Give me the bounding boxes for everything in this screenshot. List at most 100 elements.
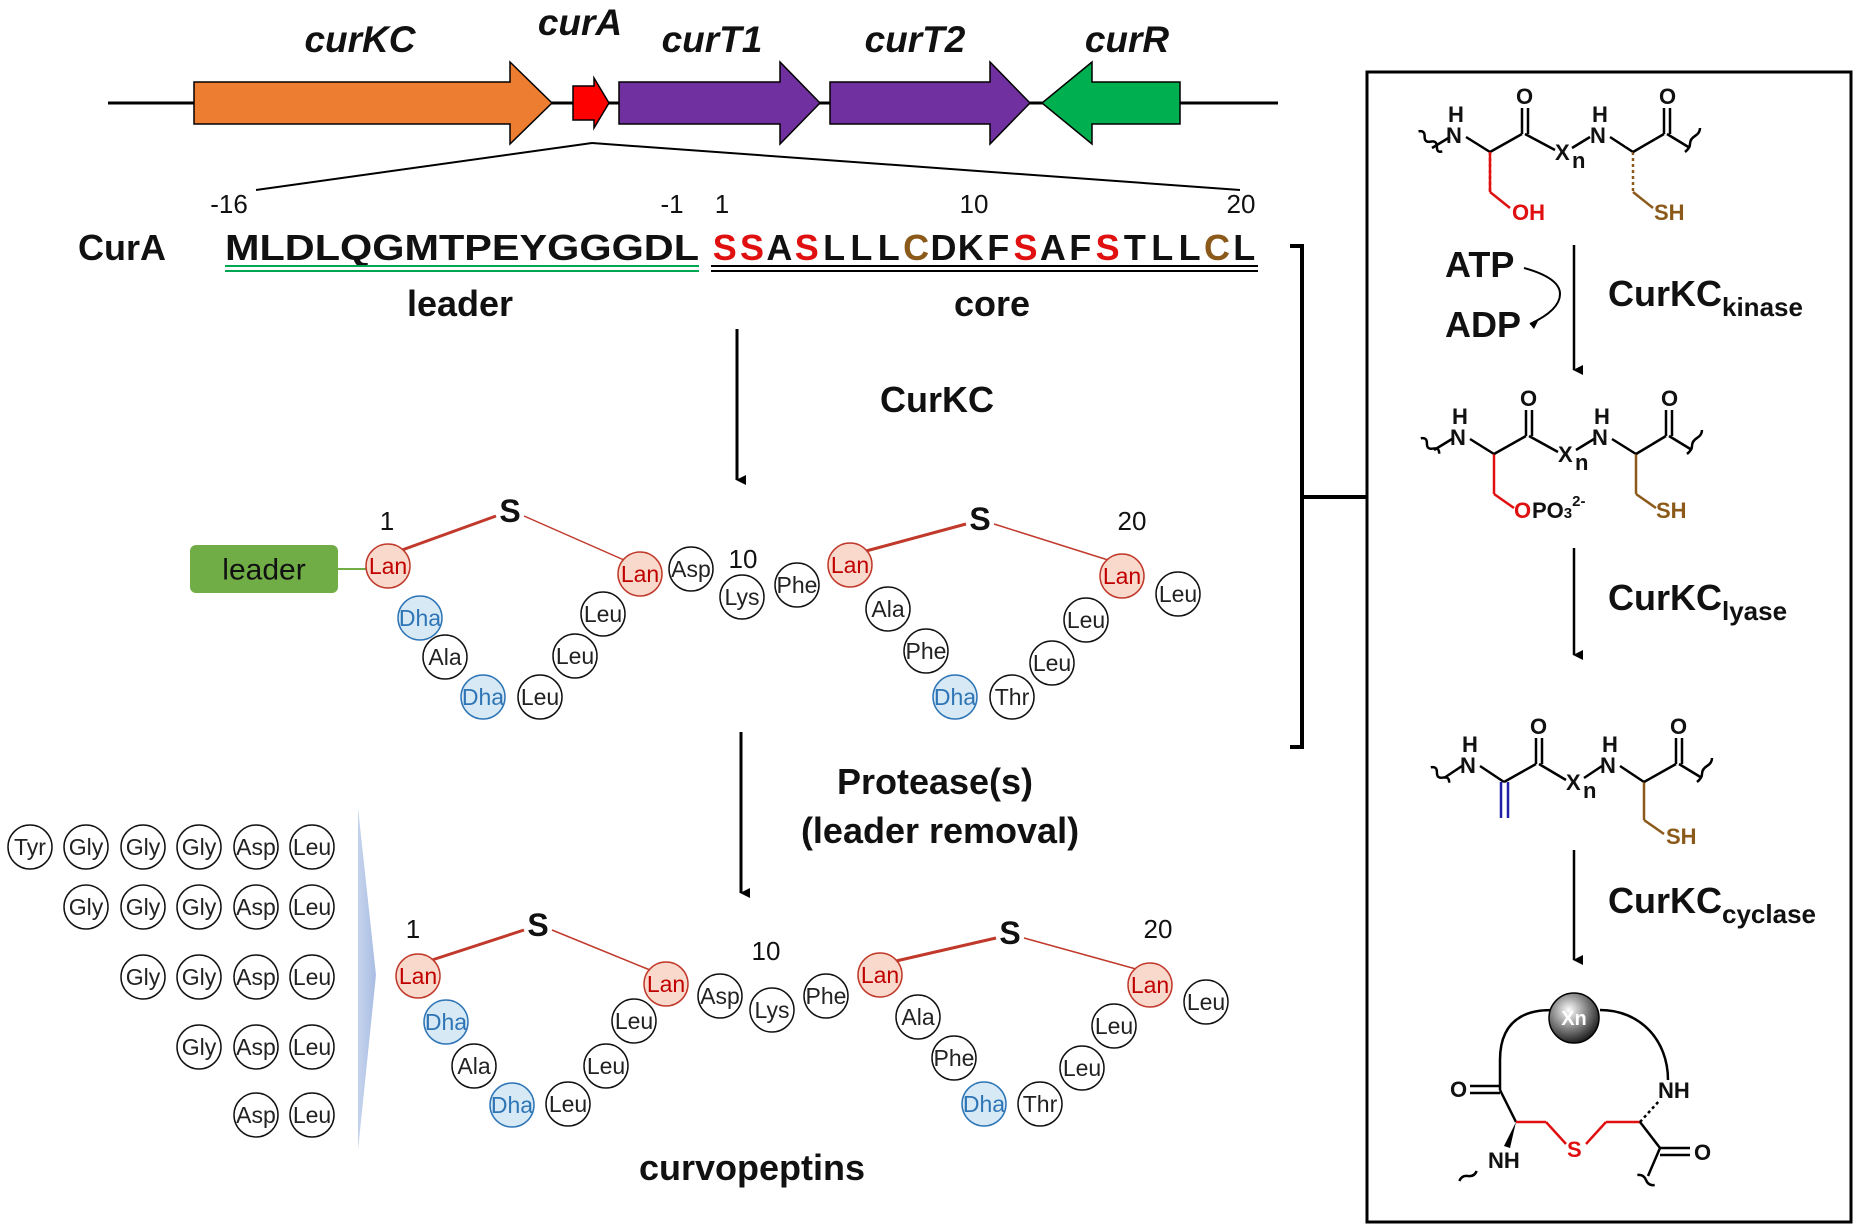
- residue-phe-14: [931, 1035, 977, 1081]
- residue-thr-16: [1017, 1081, 1063, 1127]
- residue-label-7: Leu: [615, 1008, 653, 1034]
- residue-gly-ext1-2: [63, 824, 109, 870]
- atom-o: O: [1520, 386, 1537, 411]
- structure-phosphoserine: H N O X n H N O O PO32- SH: [1420, 386, 1704, 523]
- residue-gly-ext2-2: [120, 884, 166, 930]
- gene-arrow-curR: [1040, 60, 1181, 146]
- bond: [1443, 764, 1463, 780]
- position-20: 20: [1227, 189, 1256, 219]
- mechanism-panel: H N O X n H N O OH SH: [1365, 70, 1853, 1224]
- bond: [1609, 135, 1634, 154]
- residue-label-20: Leu: [1187, 989, 1225, 1015]
- curve-arrowhead: [1530, 321, 1538, 329]
- residue-label-ext4-2: Asp: [236, 1034, 276, 1060]
- core-residue-7: L: [878, 227, 900, 268]
- atom-o: O: [1450, 1077, 1467, 1102]
- residue-gly-ext4-1: [176, 1024, 222, 1070]
- residue-lan-19: [1127, 962, 1173, 1008]
- residue-gly-ext1-4: [176, 824, 222, 870]
- residue-leu-20: [1155, 571, 1201, 617]
- residue-gly-ext3-1: [120, 954, 166, 1000]
- core-residue-10: K: [958, 227, 984, 268]
- residue-label-ext1-1: Tyr: [14, 834, 46, 860]
- residue-label-7: Leu: [584, 601, 622, 627]
- residue-label-ext3-2: Gly: [182, 964, 217, 990]
- wavy-bond-2b: [1686, 429, 1704, 455]
- residue-label-12: Lan: [831, 552, 869, 578]
- bond: [1489, 132, 1523, 154]
- residue-lan-12: [857, 952, 903, 998]
- structure-lanthionine-ring: Xn O NH S NH O: [1450, 992, 1711, 1187]
- atom-x: X: [1566, 770, 1581, 795]
- residue-label-ext2-2: Gly: [126, 894, 161, 920]
- residue-asp-ext4-2: [233, 1024, 279, 1070]
- bond: [1678, 762, 1703, 780]
- residue-label-ext3-4: Leu: [293, 964, 331, 990]
- bond: [1639, 1099, 1661, 1123]
- atp-label: ATP: [1445, 244, 1514, 285]
- core-residue-15: S: [1096, 227, 1120, 268]
- peptide1-pos-1: 1: [380, 506, 394, 536]
- atom-o: O: [1694, 1140, 1711, 1165]
- bond: [1575, 437, 1595, 452]
- residue-label-8: Lan: [621, 561, 659, 587]
- step-lyase: CurKClyase: [1572, 548, 1787, 660]
- residue-leu-ext5-2: [289, 1092, 335, 1138]
- extension-wedge: [358, 808, 376, 1150]
- bracket-line: [1290, 244, 1304, 749]
- residue-label-13: Ala: [871, 596, 904, 622]
- residue-label-ext1-3: Gly: [126, 834, 161, 860]
- enzyme-curkc-label: CurKC: [880, 379, 994, 420]
- bond: [1465, 135, 1491, 154]
- residue-label-2: Dha: [399, 605, 441, 631]
- atom-h: H: [1602, 732, 1618, 757]
- atom-n: N: [1590, 123, 1606, 148]
- leader-box-label: leader: [222, 554, 305, 587]
- atom-o: O: [1530, 714, 1547, 739]
- atom-h: H: [1448, 102, 1464, 127]
- gene-label-curA: curA: [538, 2, 622, 43]
- residue-dha-4: [460, 674, 506, 720]
- bond: [1643, 762, 1677, 784]
- residue-asp-9: [697, 973, 743, 1019]
- cyclase-enzyme: CurKCcyclase: [1608, 880, 1816, 929]
- wavy-bond-4a: [1458, 1170, 1478, 1182]
- residue-leu-5: [517, 674, 563, 720]
- leader-label: leader: [407, 283, 513, 324]
- structure-serine-cysteine: H N O X n H N O OH SH: [1418, 84, 1702, 225]
- residue-leu-5: [545, 1081, 591, 1127]
- residue-label-8: Lan: [647, 971, 685, 997]
- atom-x-sub: n: [1572, 148, 1585, 173]
- atom-x: X: [1555, 140, 1570, 165]
- bond: [1583, 764, 1603, 780]
- po3-charge: 2-: [1572, 493, 1585, 510]
- residue-leu-ext2-5: [289, 884, 335, 930]
- bond: [1498, 1089, 1518, 1123]
- bond: [1469, 437, 1495, 456]
- residue-lan-8: [617, 551, 663, 597]
- atom-h: H: [1592, 102, 1608, 127]
- residue-label-2: Dha: [425, 1009, 467, 1035]
- leader-box: [190, 545, 338, 593]
- cyclase-sub: cyclase: [1722, 899, 1816, 929]
- core-residue-8: C: [903, 227, 929, 268]
- peptide2-sulfur-a: S: [527, 907, 548, 943]
- residue-label-6: Leu: [587, 1053, 625, 1079]
- residue-lan-1: [395, 953, 441, 999]
- residue-leu-ext3-4: [289, 954, 335, 1000]
- residue-ala-13: [865, 586, 911, 632]
- residue-label-ext1-6: Leu: [293, 834, 331, 860]
- residue-label-5: Leu: [549, 1091, 587, 1117]
- residue-label-11: Phe: [806, 983, 847, 1009]
- peptide2-sulfur-b: S: [999, 915, 1020, 951]
- residue-tyr-ext1-1: [7, 824, 53, 870]
- atom-h: H: [1594, 404, 1610, 429]
- thioether-bond: [865, 522, 967, 553]
- residue-lys-10: [749, 987, 795, 1033]
- residue-lan-1: [365, 543, 411, 589]
- residue-label-17: Leu: [1033, 650, 1071, 676]
- gene-label-curKC: curKC: [304, 19, 416, 60]
